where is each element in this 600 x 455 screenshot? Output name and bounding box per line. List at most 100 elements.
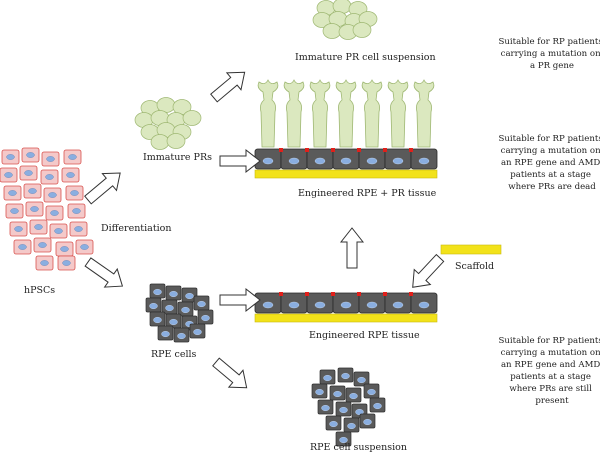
- note-pr-gene: Suitable for RP patients carrying a muta…: [498, 37, 600, 71]
- note-line: an RPE gene and AMD: [501, 360, 600, 370]
- rpe-cell: [306, 292, 334, 314]
- note-line: where PRs are still: [509, 384, 592, 394]
- nucleus: [153, 289, 162, 296]
- nucleus: [66, 172, 75, 178]
- nucleus: [355, 409, 364, 416]
- nucleus: [349, 393, 358, 400]
- nucleus: [193, 329, 202, 336]
- note-line: a PR gene: [530, 61, 574, 71]
- photoreceptor: [257, 79, 279, 148]
- nucleus: [50, 210, 59, 216]
- rpe-cell: [197, 309, 214, 325]
- nucleus: [181, 307, 190, 314]
- nucleus: [347, 423, 356, 430]
- nucleus: [315, 389, 324, 396]
- hpsc-cell: [43, 187, 62, 203]
- rpe-cell-suspension-cells: [311, 367, 386, 447]
- rpe-cell: [410, 148, 438, 170]
- nucleus: [169, 319, 178, 326]
- rpe-cell-row: [254, 292, 438, 314]
- note-line: carrying a mutation on: [501, 348, 600, 358]
- hpsc-cell: [0, 167, 18, 183]
- rpe-cell: [329, 385, 346, 401]
- tight-junction: [383, 292, 387, 296]
- label-engineered-rpe-tissue: Engineered RPE tissue: [309, 330, 420, 341]
- nucleus: [262, 301, 274, 309]
- nucleus: [24, 170, 33, 176]
- hpsc-cell: [21, 147, 40, 163]
- hpsc-cell: [40, 169, 59, 185]
- rpe-cell: [332, 292, 360, 314]
- nucleus: [357, 377, 366, 384]
- note-line: Suitable for RP patients: [498, 336, 600, 346]
- engineered-rpe-pr-tissue: [254, 79, 438, 179]
- nucleus: [333, 391, 342, 398]
- photoreceptor: [335, 79, 357, 148]
- tight-junction: [357, 148, 361, 152]
- hpsc-cell: [19, 165, 38, 181]
- photoreceptor-layer: [257, 79, 435, 148]
- nucleus: [26, 152, 35, 158]
- hpsc-cell: [41, 151, 60, 167]
- nucleus: [45, 174, 54, 180]
- hpsc-cell: [29, 219, 48, 235]
- nucleus: [185, 293, 194, 300]
- rpe-cell: [254, 148, 282, 170]
- hpsc-cell: [33, 237, 52, 253]
- hpsc-cell: [13, 239, 32, 255]
- note-line: Suitable for RP patients: [498, 37, 600, 47]
- hpsc-cell: [65, 185, 84, 201]
- rpe-cell: [157, 325, 174, 341]
- rpe-cell: [332, 148, 360, 170]
- nucleus: [314, 301, 326, 309]
- nucleus: [34, 224, 43, 230]
- arrow-rpe-cells-to-rpe-tissue: [219, 287, 261, 313]
- tight-junction: [305, 292, 309, 296]
- label-engineered-rpe-pr-tissue: Engineered RPE + PR tissue: [298, 188, 437, 199]
- nucleus: [38, 242, 47, 248]
- rpe-cell: [280, 292, 308, 314]
- note-rpe-gene-prs-present: Suitable for RP patients carrying a muta…: [498, 336, 600, 406]
- nucleus: [68, 154, 77, 160]
- tight-junction: [383, 148, 387, 152]
- nucleus: [418, 301, 430, 309]
- nucleus: [161, 331, 170, 338]
- hpsc-cell: [35, 255, 54, 271]
- rpe-cell: [363, 383, 380, 399]
- photoreceptor: [283, 79, 305, 148]
- nucleus: [80, 244, 89, 250]
- note-line: carrying a mutation on: [501, 146, 600, 156]
- rpe-cell: [189, 323, 206, 339]
- nucleus: [18, 244, 27, 250]
- nucleus: [72, 208, 81, 214]
- rpe-cell: [280, 148, 308, 170]
- rpe-cell: [337, 367, 354, 383]
- hpsc-cell: [55, 241, 74, 257]
- rpe-cell: [306, 148, 334, 170]
- note-line: present: [535, 396, 569, 406]
- immature-pr-cell: [322, 23, 342, 39]
- arrow-hpsc-to-rpe-cells: [84, 257, 124, 288]
- hpsc-cell: [69, 221, 88, 237]
- tight-junction: [357, 292, 361, 296]
- rpe-cell: [358, 292, 386, 314]
- rpe-cell: [335, 401, 352, 417]
- tight-junction: [279, 148, 283, 152]
- immature-pr-cell: [182, 110, 202, 126]
- note-rpe-gene-prs-dead: Suitable for RP patients carrying a muta…: [498, 134, 600, 192]
- nucleus: [418, 157, 430, 165]
- scaffold-strip: [254, 169, 438, 179]
- tight-junction: [279, 292, 283, 296]
- tight-junction: [331, 292, 335, 296]
- nucleus: [197, 301, 206, 308]
- nucleus: [149, 303, 158, 310]
- nucleus: [392, 301, 404, 309]
- rpe-cell: [149, 311, 166, 327]
- nucleus: [323, 375, 332, 382]
- photoreceptor: [413, 79, 435, 148]
- hpsc-cell: [9, 221, 28, 237]
- nucleus: [40, 260, 49, 266]
- nucleus: [373, 403, 382, 410]
